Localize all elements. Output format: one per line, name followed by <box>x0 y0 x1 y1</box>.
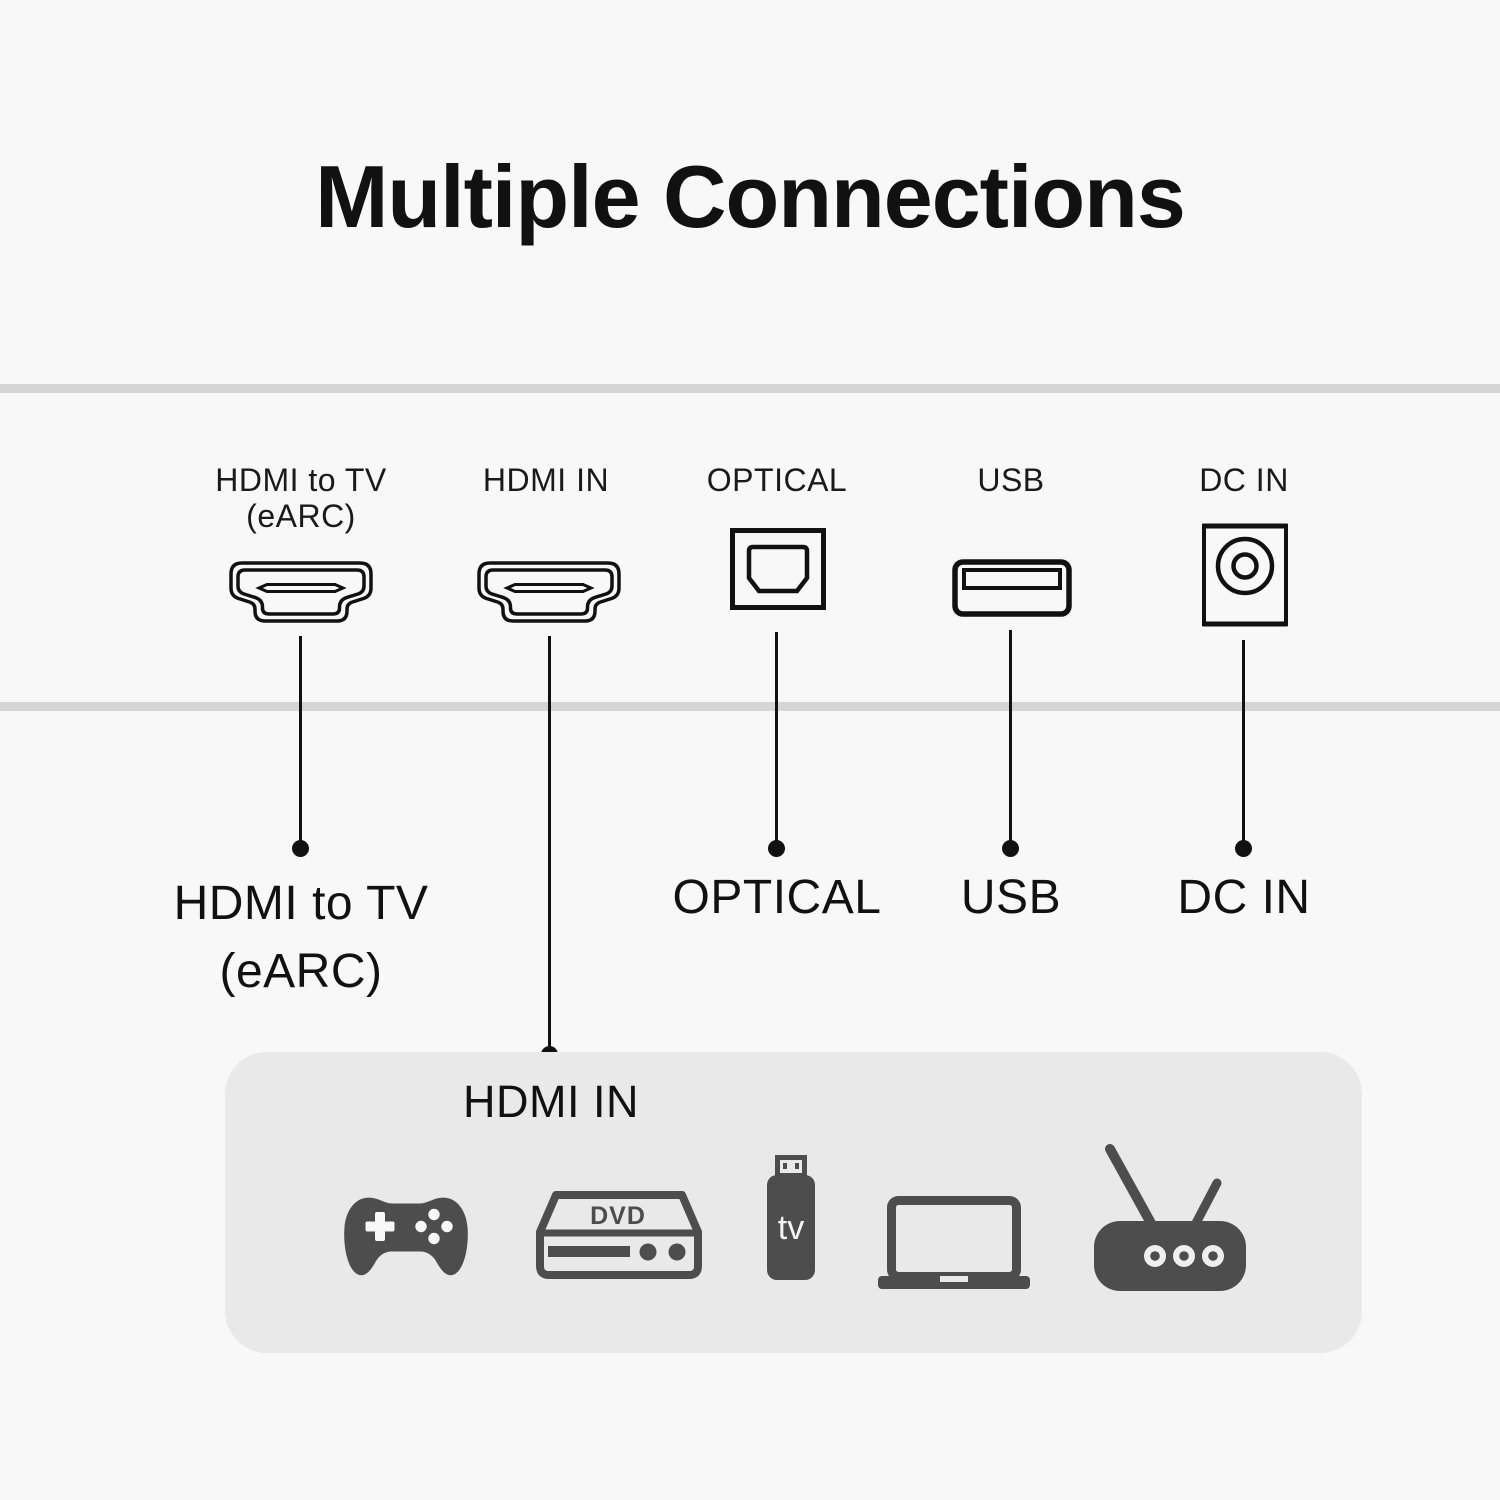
divider-line-bottom <box>0 702 1500 711</box>
hdmi-port-icon <box>477 561 621 623</box>
port-bottom-label-line1: HDMI to TV <box>173 877 429 930</box>
connector-dot-usb <box>1002 840 1019 857</box>
connector-dot-hdmi-to-tv <box>292 840 309 857</box>
dc-in-port-icon <box>1201 522 1289 628</box>
page-title: Multiple Connections <box>315 147 1186 246</box>
connector-dot-optical <box>768 840 785 857</box>
port-top-label-dc-in: DC IN <box>1199 462 1289 498</box>
connector-line-usb <box>1009 630 1012 844</box>
dvd-text: DVD <box>590 1202 646 1230</box>
game-controller-icon <box>342 1192 470 1282</box>
laptop-icon <box>878 1196 1030 1290</box>
tv-text: tv <box>778 1209 804 1247</box>
dvd-player-icon: DVD <box>534 1190 704 1282</box>
port-top-label-line1: HDMI to TV <box>215 462 387 498</box>
port-bottom-label-dc-in: DC IN <box>1177 871 1311 924</box>
hdmi-in-box-label: HDMI IN <box>463 1076 639 1127</box>
port-top-label-line2: (eARC) <box>246 498 356 534</box>
divider-line-top <box>0 384 1500 393</box>
hdmi-port-icon <box>229 561 373 623</box>
port-bottom-label-hdmi-to-tv: HDMI to TV (eARC) <box>146 870 456 1006</box>
wifi-router-icon <box>1093 1143 1247 1291</box>
connector-line-hdmi-in <box>548 636 551 1046</box>
connector-line-dc-in <box>1242 640 1245 844</box>
port-bottom-label-line2: (eARC) <box>219 945 383 998</box>
port-top-label-hdmi-to-tv: HDMI to TV (eARC) <box>181 462 421 534</box>
port-top-label-hdmi-in: HDMI IN <box>482 462 610 498</box>
port-bottom-label-usb: USB <box>960 871 1062 924</box>
optical-port-icon <box>730 528 826 610</box>
port-top-label-usb: USB <box>977 462 1045 498</box>
port-top-label-optical: OPTICAL <box>706 462 848 498</box>
connector-line-hdmi-to-tv <box>299 636 302 844</box>
port-bottom-label-optical: OPTICAL <box>672 871 882 924</box>
connector-dot-dc-in <box>1235 840 1252 857</box>
tv-stick-icon: tv <box>766 1155 816 1281</box>
usb-port-icon <box>952 559 1072 617</box>
connector-line-optical <box>775 632 778 844</box>
